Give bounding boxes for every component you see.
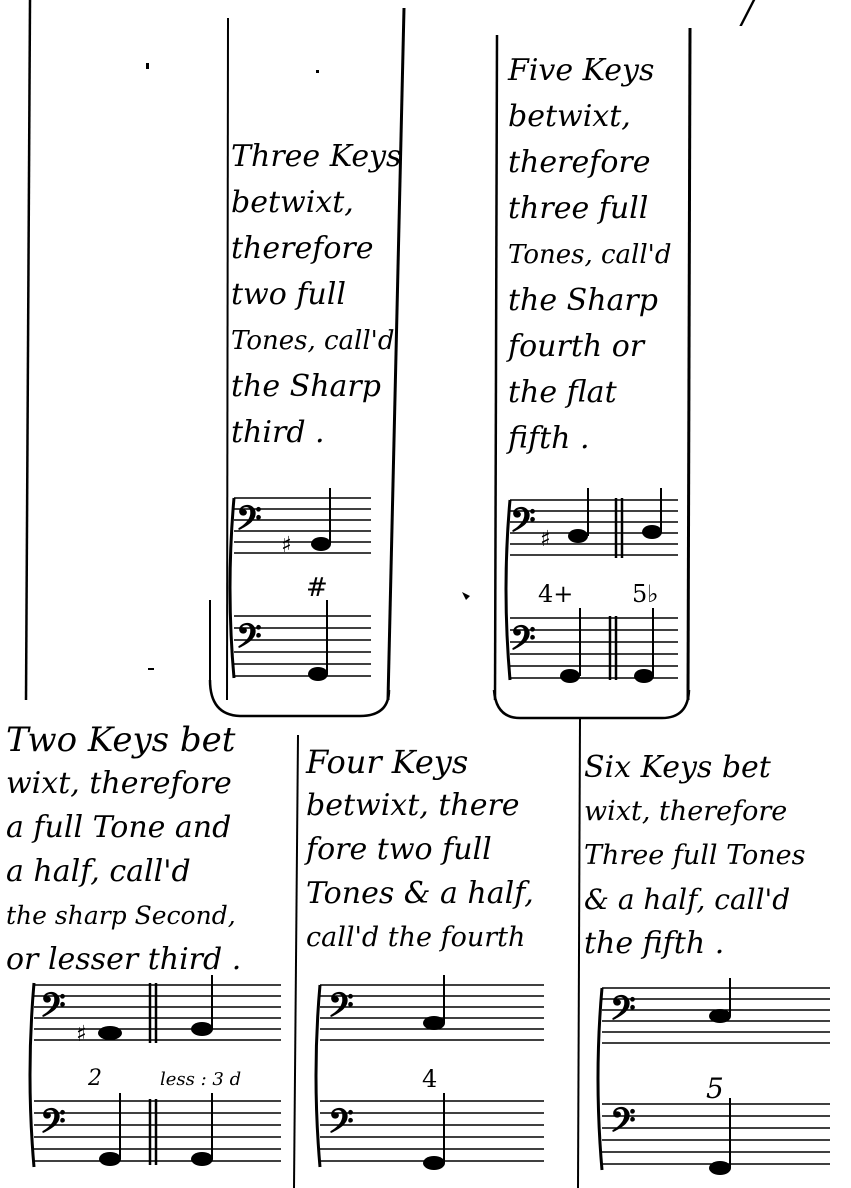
bass-clef-icon: 𝄢 [40,1102,66,1149]
text-line: & a half, call'd [584,883,791,916]
text-line: the flat [508,375,617,410]
note-head [191,1022,213,1036]
text-line: third . [231,415,325,450]
bass-staff [34,1100,281,1162]
note-head [191,1152,213,1166]
text-line: Tones & a half, [306,876,534,911]
three-keys-staff: 𝄢 ♯ # 𝄢 [228,488,371,681]
text-line: Four Keys [306,743,469,781]
text-line: Three full Tones [584,840,806,871]
six-keys-text: Six Keys bet wixt, therefore Three full … [584,746,805,966]
figure-label: 5 [706,1072,724,1105]
bass-staff [602,1103,830,1165]
five-keys-staff: 𝄢 ♯ 4+ 5♭ 𝄢 [504,488,678,683]
sharp-icon: ♯ [281,532,292,558]
text-line: the fifth . [584,926,725,961]
treble-staff [234,497,371,554]
bass-clef-icon: 𝄢 [328,1102,354,1149]
text-line: betwixt, there [306,788,520,823]
figure-label: # [306,573,328,603]
text-line: fore two full [306,832,492,867]
text-line: betwixt, [508,99,631,134]
note-head [560,669,580,683]
treble-staff [34,984,281,1041]
note-head [709,1009,731,1023]
text-line: call'd the fourth [306,922,526,953]
bass-clef-icon: 𝄢 [510,501,536,548]
text-line: wixt, therefore [584,796,788,827]
sharp-icon: ♯ [76,1021,87,1047]
text-line: Three Keys [231,139,402,174]
figure-label: 4+ [538,580,573,608]
sharp-icon: ♯ [540,526,551,552]
three-keys-text: Three Keys betwixt, therefore two full T… [231,134,401,456]
six-keys-staff: 𝄢 5 𝄢 [596,978,830,1175]
brace-icon [596,987,604,1171]
bass-clef-icon: 𝄢 [236,617,262,664]
text-line: wixt, therefore [6,766,232,801]
text-line: three full [508,191,649,226]
note-head [642,525,662,539]
text-line: Tones, call'd [508,240,672,270]
figure-label: 4 [422,1065,437,1093]
figure-label: 5♭ [632,580,659,608]
note-head [634,669,654,683]
note-head [311,537,331,551]
five-keys-text: Five Keys betwixt, therefore three full … [508,48,671,462]
figure-label: 2 [87,1066,102,1091]
note-head [423,1016,445,1030]
text-line: fourth or [508,329,645,364]
brace-icon [28,982,36,1168]
text-line: Two Keys bet [6,720,236,760]
note-head [99,1152,121,1166]
bass-clef-icon: 𝄢 [328,986,354,1033]
note-head [568,529,588,543]
text-line: therefore [231,231,374,266]
text-line: Tones, call'd [231,326,395,356]
text-line: fifth . [508,421,590,456]
two-keys-text: Two Keys bet wixt, therefore a full Tone… [6,718,241,982]
text-line: two full [231,277,346,312]
four-keys-staff: 𝄢 4 𝄢 [314,975,544,1170]
page-mark: / [742,0,754,32]
brace-icon [228,497,236,679]
text-line: a half, call'd [6,854,191,889]
bass-clef-icon: 𝄢 [236,499,262,546]
text-line: the Sharp [508,283,658,318]
text-line: the sharp Second, [6,901,236,930]
text-line: a full Tone and [6,810,232,845]
brace-icon [504,499,512,681]
bass-clef-icon: 𝄢 [40,986,66,1033]
note-head [308,667,328,681]
note-head [98,1026,122,1040]
bass-staff [234,615,371,677]
text-line: Five Keys [508,53,655,88]
bass-clef-icon: 𝄢 [510,619,536,666]
note-head [423,1156,445,1170]
bass-clef-icon: 𝄢 [610,1101,636,1148]
note-head [709,1161,731,1175]
text-line: therefore [508,145,651,180]
text-line: betwixt, [231,185,354,220]
bass-clef-icon: 𝄢 [610,989,636,1036]
text-line: Six Keys bet [584,750,771,785]
text-line: the Sharp [231,369,381,404]
text-line: or lesser third . [6,942,242,977]
two-keys-staff: 𝄢 ♯ 2 less : 3 d 𝄢 [28,975,281,1168]
figure-label: less : 3 d [160,1069,241,1090]
four-keys-text: Four Keys betwixt, there fore two full T… [306,740,534,960]
brace-icon [314,984,322,1168]
